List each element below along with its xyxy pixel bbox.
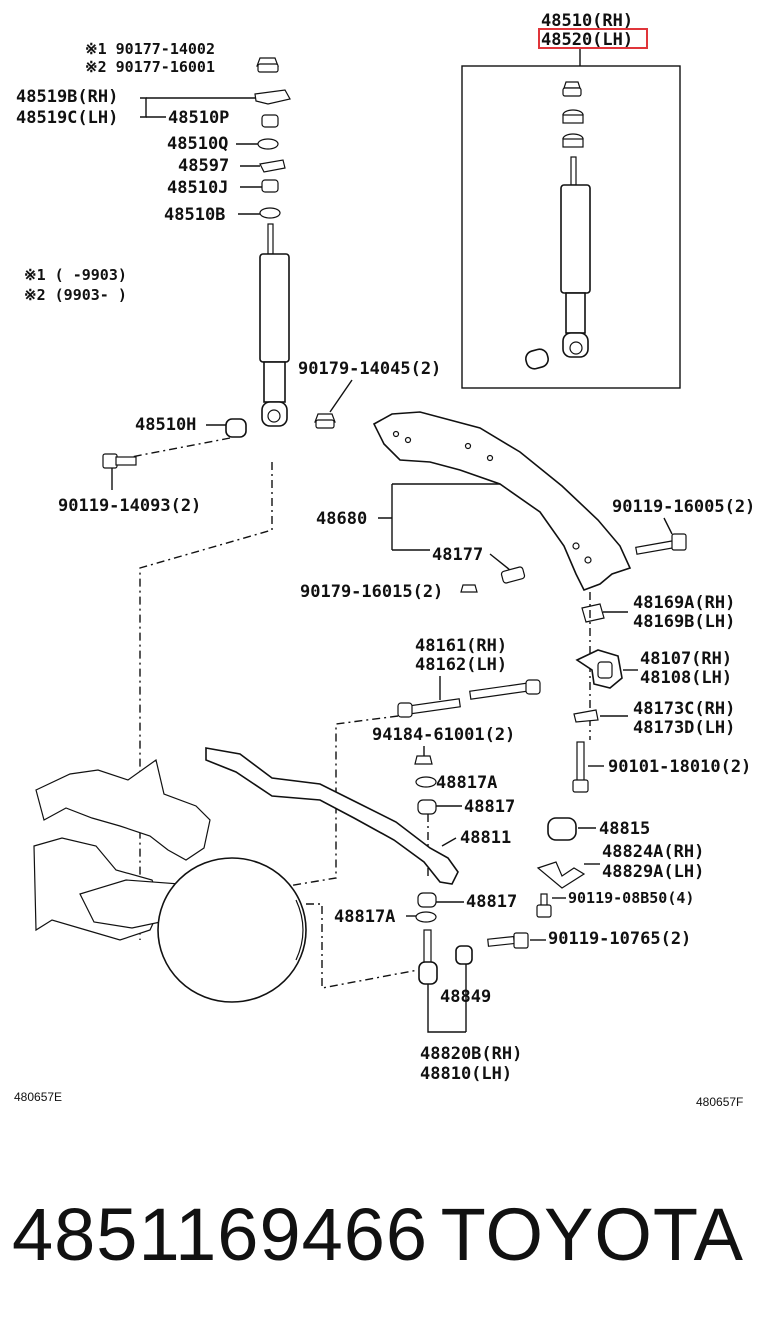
label-48520-lh[interactable]: 48520(LH): [541, 30, 633, 50]
label-90119-08b50: 90119-08B50(4): [568, 889, 694, 907]
label-48824a: 48824A(RH): [602, 842, 704, 862]
bracket-48519: [254, 89, 291, 105]
footer: 4851169466 TOYOTA: [0, 1185, 760, 1295]
stabilizer-bar-48811: [205, 747, 459, 885]
diagram-code-left: 480657E: [14, 1090, 62, 1104]
label-90119-16005: 90119-16005(2): [612, 497, 755, 517]
label-48829a: 48829A(LH): [602, 862, 704, 882]
label-note2: ※2 90177-16001: [85, 58, 215, 76]
bolt-90119-10765: [487, 932, 529, 949]
label-48177: 48177: [432, 545, 483, 565]
label-94184: 94184-61001(2): [372, 725, 515, 745]
label-range2: ※2 (9903- ): [24, 286, 127, 304]
label-48173d: 48173D(LH): [633, 718, 735, 738]
highlight-box: [538, 28, 648, 49]
label-48817-top: 48817: [464, 797, 515, 817]
link-48820b: [418, 929, 438, 985]
diagram-code-right: 480657F: [696, 1095, 743, 1109]
link-rods: [397, 679, 541, 718]
nut-top: [256, 57, 279, 73]
bolt-90119-08b50: [536, 893, 552, 918]
label-48169b: 48169B(LH): [633, 612, 735, 632]
label-90179-16015: 90179-16015(2): [300, 582, 443, 602]
label-48817a-bot: 48817A: [334, 907, 395, 927]
brand-name: TOYOTA: [440, 1193, 744, 1276]
label-48161: 48161(RH): [415, 636, 507, 656]
bolt-90119-14093: [102, 453, 137, 469]
axle-housing: [33, 758, 307, 1003]
centerline-left: [139, 462, 273, 940]
label-48817-bot: 48817: [466, 892, 517, 912]
bolt-90119-16005: [635, 533, 687, 555]
label-90119-14093: 90119-14093(2): [58, 496, 201, 516]
label-90101-18010: 90101-18010(2): [608, 757, 751, 777]
label-48510p: 48510P: [168, 108, 229, 128]
crossmember-48680: [372, 411, 632, 592]
shock-kit-frame: [461, 65, 681, 389]
label-90179-14045: 90179-14045(2): [298, 359, 441, 379]
part-number: 4851169466: [12, 1193, 429, 1276]
label-48815: 48815: [599, 819, 650, 839]
label-48107: 48107(RH): [640, 649, 732, 669]
label-48173c: 48173C(RH): [633, 699, 735, 719]
label-48817a-top: 48817A: [436, 773, 497, 793]
label-48510-rh: 48510(RH): [541, 11, 633, 31]
label-48169a: 48169A(RH): [633, 593, 735, 613]
label-90119-10765: 90119-10765(2): [548, 929, 691, 949]
label-48810: 48810(LH): [420, 1064, 512, 1084]
label-48510h: 48510H: [135, 415, 196, 435]
label-48519b: 48519B(RH): [16, 87, 118, 107]
label-48510b: 48510B: [164, 205, 225, 225]
label-48519c: 48519C(LH): [16, 108, 118, 128]
label-48680: 48680: [316, 509, 367, 529]
bracket-48107: [575, 649, 623, 689]
label-48597: 48597: [178, 156, 229, 176]
shock-absorber-left: [259, 223, 290, 427]
bolt-90101-18010: [572, 741, 589, 793]
shock-kit-parts: [525, 81, 591, 370]
label-48510q: 48510Q: [167, 134, 228, 154]
label-range1: ※1 ( -9903): [24, 266, 127, 284]
label-note1: ※1 90177-14002: [85, 40, 215, 58]
label-48162: 48162(LH): [415, 655, 507, 675]
label-48811: 48811: [460, 828, 511, 848]
label-48108: 48108(LH): [640, 668, 732, 688]
label-48820b: 48820B(RH): [420, 1044, 522, 1064]
label-48510j: 48510J: [167, 178, 228, 198]
parts-diagram: 48510(RH) 48520(LH) ※1 90177-14002 ※2 90…: [14, 11, 755, 1109]
